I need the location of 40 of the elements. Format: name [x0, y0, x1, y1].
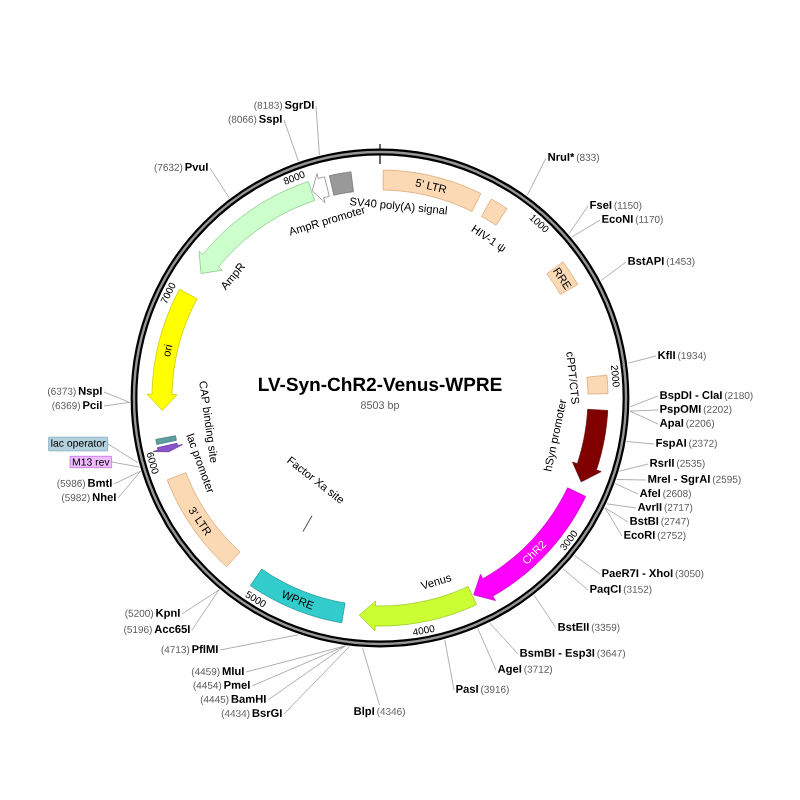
leader-line	[251, 645, 346, 687]
leader-line	[113, 470, 141, 485]
leader-line	[245, 645, 346, 673]
leader-line	[568, 205, 589, 235]
leader-line	[604, 507, 629, 523]
leader-line	[181, 589, 220, 615]
leader-line	[444, 639, 455, 691]
leader-line	[283, 646, 350, 715]
leader-line	[619, 463, 649, 472]
feature-box	[155, 435, 177, 445]
leader-line	[600, 261, 627, 281]
leader-line	[489, 622, 519, 655]
leader-line	[111, 461, 140, 468]
leader-line	[107, 443, 139, 464]
leader-line	[629, 395, 659, 408]
leader-line	[604, 507, 623, 537]
leader-line	[627, 355, 657, 364]
leader-line	[362, 647, 380, 706]
leader-line	[477, 628, 497, 671]
leader-line	[616, 479, 647, 481]
leader-line	[219, 634, 299, 651]
leader-line	[626, 441, 655, 445]
leader-line	[574, 555, 601, 575]
leader-line	[571, 219, 601, 238]
leader-line	[614, 483, 639, 495]
leader-line	[526, 157, 547, 196]
leader-line	[267, 645, 346, 701]
leader-line	[315, 105, 320, 156]
plasmid-title: LV-Syn-ChR2-Venus-WPRE	[259, 377, 502, 395]
leader-line	[117, 470, 141, 499]
leader-line	[103, 402, 130, 407]
leader-line	[533, 594, 557, 629]
leader-line	[629, 410, 659, 425]
leader-line	[629, 409, 659, 412]
leader-line	[562, 568, 589, 591]
leader-line	[191, 589, 220, 631]
leader-line	[103, 391, 130, 403]
leader-line	[283, 119, 299, 162]
leader-line	[209, 167, 230, 199]
leader-line	[606, 503, 637, 509]
